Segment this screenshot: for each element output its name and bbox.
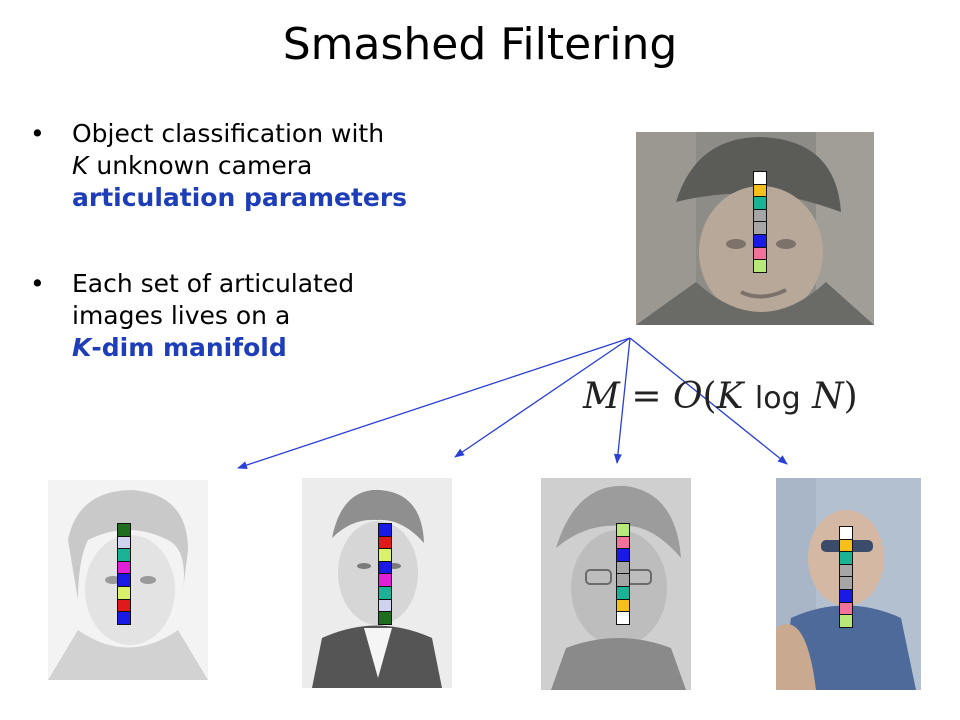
slide-title: Smashed Filtering — [282, 19, 678, 70]
arrow-to-photo-1 — [237, 337, 631, 469]
bullet-line: K unknown camera — [72, 150, 550, 182]
feature-strip — [839, 526, 853, 628]
bullet-dot: • — [30, 269, 45, 298]
strip-cell — [117, 611, 131, 625]
highlight-rest: -dim manifold — [91, 333, 287, 362]
formula-rparen: ) — [843, 376, 858, 417]
formula-lparen: ( — [702, 376, 717, 417]
highlight-text: articulation parameters — [72, 183, 408, 212]
formula-equals: = — [631, 376, 662, 417]
highlight-text: K-dim manifold — [72, 332, 550, 364]
bullet-item-manifold: • Each set of articulated images lives o… — [30, 268, 550, 364]
feature-strip — [616, 523, 630, 625]
bullet-item-classification: • Object classification with K unknown c… — [30, 118, 550, 214]
feature-strip — [378, 523, 392, 625]
strip-cell — [753, 259, 767, 273]
feature-strip — [117, 523, 131, 625]
complexity-formula: M = O(K log N) — [583, 374, 858, 422]
formula-o: O — [672, 376, 703, 417]
strip-cell — [616, 611, 630, 625]
face-image — [636, 132, 874, 325]
bullet-text: unknown camera — [88, 151, 313, 180]
bullet-line: images lives on a — [72, 301, 291, 330]
bullet-list: • Object classification with K unknown c… — [30, 118, 550, 418]
strip-cell — [378, 611, 392, 625]
formula-k: K — [716, 376, 744, 417]
bullet-line: Object classification with — [72, 119, 385, 148]
formula-n: N — [812, 376, 844, 417]
formula-m: M — [583, 376, 620, 417]
top-face-photo — [636, 132, 874, 325]
strip-cell — [839, 614, 853, 628]
arrow-to-photo-3 — [613, 337, 631, 464]
arrow-to-photo-2 — [454, 337, 631, 458]
bullet-line: Each set of articulated — [72, 269, 355, 298]
arrow-to-photo-4 — [629, 337, 788, 465]
variable-k: K — [72, 151, 89, 180]
bullet-dot: • — [30, 119, 45, 148]
formula-log: log — [754, 381, 801, 416]
variable-k: K — [72, 333, 92, 362]
feature-strip — [753, 171, 767, 273]
